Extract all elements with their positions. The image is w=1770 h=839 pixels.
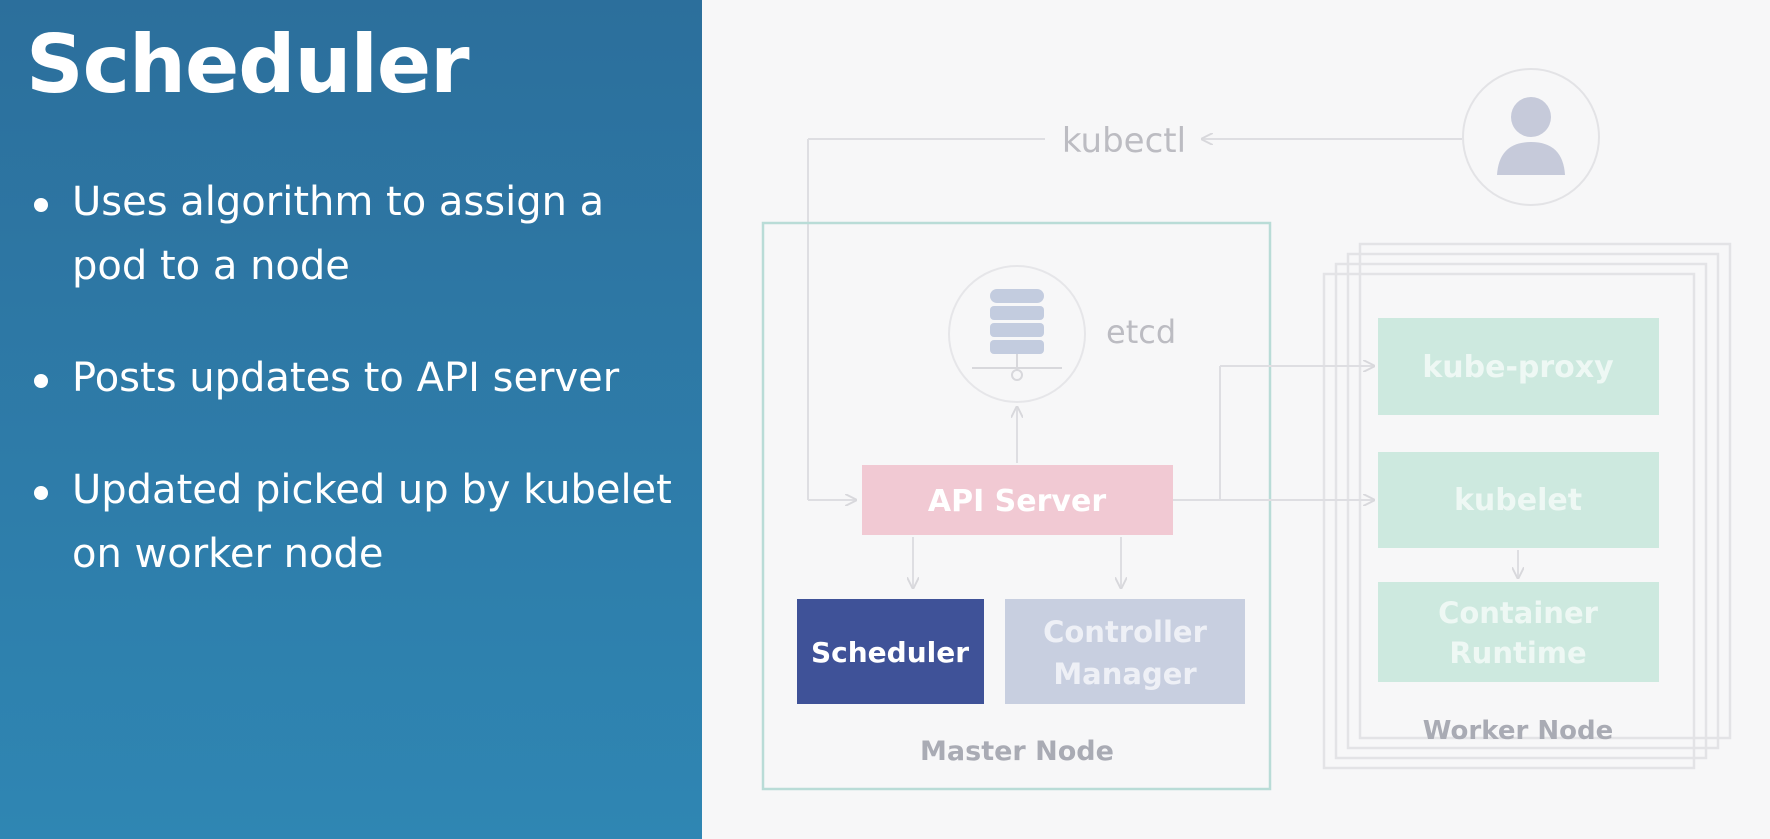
bullet-dot — [34, 486, 48, 500]
scheduler-label: Scheduler — [811, 636, 969, 669]
bullet-text: Uses algorithm to assign a pod to a node — [72, 179, 605, 289]
bullet-dot — [34, 374, 48, 388]
left-panel: Scheduler Uses algorithm to assign a pod… — [0, 0, 702, 839]
bullet-dot — [34, 198, 48, 212]
container-runtime-label-line2: Runtime — [1449, 636, 1586, 670]
controller-manager-label-line2: Manager — [1053, 657, 1197, 691]
kube-proxy-box — [1378, 318, 1659, 415]
worker-node-label: Worker Node — [1423, 716, 1613, 746]
bullet-item: Posts updates to API server — [34, 346, 674, 410]
bullet-item: Uses algorithm to assign a pod to a node — [34, 170, 674, 298]
kubectl-connector — [807, 139, 1462, 500]
controller-manager-box — [1005, 599, 1245, 704]
master-node-frame — [761, 221, 1272, 791]
bullet-text: Updated picked up by kubelet on worker n… — [72, 467, 672, 577]
container-runtime-box — [1378, 582, 1659, 682]
slide-title: Scheduler — [26, 18, 470, 111]
container-runtime-label-line1: Container — [1438, 596, 1599, 630]
api-server-box — [862, 465, 1173, 535]
kubectl-label: kubectl — [1062, 121, 1186, 161]
master-node-label: Master Node — [920, 736, 1114, 767]
kube-proxy-label: kube-proxy — [1422, 350, 1614, 385]
kubelet-label: kubelet — [1454, 483, 1582, 518]
worker-node-frames — [1322, 242, 1732, 770]
bullet-text: Posts updates to API server — [72, 355, 620, 401]
etcd-label: etcd — [1106, 313, 1176, 351]
scheduler-box — [797, 599, 984, 704]
bullet-list: Uses algorithm to assign a pod to a node… — [34, 170, 674, 634]
bullet-item: Updated picked up by kubelet on worker n… — [34, 458, 674, 586]
database-icon — [948, 265, 1086, 403]
kubelet-box — [1378, 452, 1659, 548]
controller-manager-label-line1: Controller — [1043, 615, 1207, 649]
api-to-worker-connector — [1173, 366, 1374, 500]
user-icon — [1462, 68, 1600, 206]
api-server-label: API Server — [928, 484, 1106, 519]
